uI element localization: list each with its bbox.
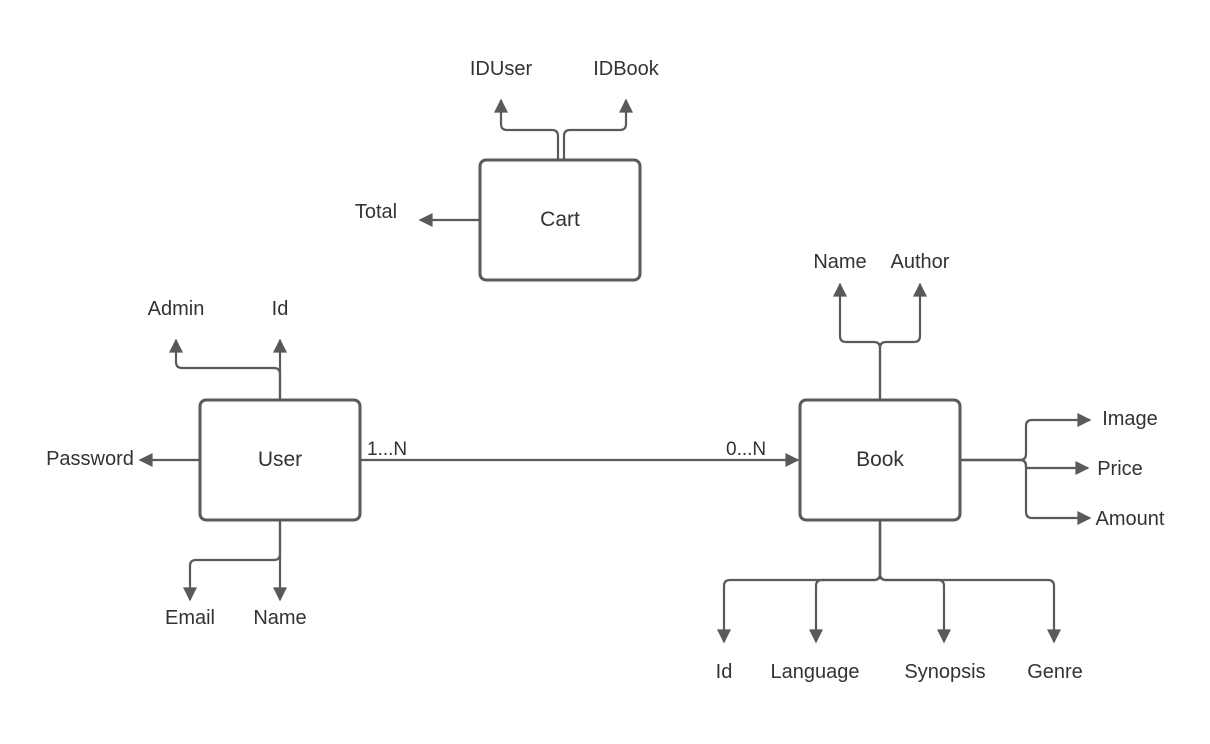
connector-book-image — [960, 413, 1092, 462]
cardinality-book: 0...N — [726, 439, 766, 460]
entity-user[interactable]: User — [198, 398, 362, 522]
attr-user-id: Id — [272, 298, 289, 320]
connector-book-genre — [878, 520, 1061, 644]
connector-book-language — [809, 520, 882, 644]
entity-book-label: Book — [856, 448, 904, 471]
attr-cart-total: Total — [355, 201, 397, 223]
connector-book-author — [878, 282, 927, 400]
connector-user-admin — [169, 338, 282, 400]
cart-attributes: IDUser IDBook Total — [355, 58, 660, 223]
attr-book-id: Id — [716, 661, 733, 683]
entity-cart-box[interactable] — [478, 158, 642, 282]
connector-user-email — [183, 520, 282, 602]
attr-book-image: Image — [1102, 408, 1158, 430]
entity-cart-label: Cart — [540, 208, 580, 231]
attr-cart-iduser: IDUser — [470, 58, 533, 80]
connector-book-amount — [960, 458, 1092, 525]
connectors — [138, 98, 1092, 644]
entity-book[interactable]: Book — [798, 398, 962, 522]
attr-cart-idbook: IDBook — [593, 58, 660, 80]
attr-user-admin: Admin — [148, 298, 205, 320]
attr-book-author: Author — [891, 251, 950, 273]
cardinalities: 1...N 0...N — [367, 439, 766, 460]
attr-book-price: Price — [1097, 458, 1143, 480]
entity-book-box[interactable] — [798, 398, 962, 522]
entity-user-label: User — [258, 448, 302, 471]
attr-book-name: Name — [813, 251, 866, 273]
attr-book-synopsis: Synopsis — [904, 661, 985, 683]
attr-user-email: Email — [165, 607, 215, 629]
entity-cart[interactable]: Cart — [478, 158, 642, 282]
attr-user-password: Password — [46, 448, 134, 470]
connector-cart-iduser — [494, 98, 560, 160]
attr-book-amount: Amount — [1096, 508, 1165, 530]
entity-user-box[interactable] — [198, 398, 362, 522]
connector-cart-idbook — [562, 98, 633, 160]
connector-book-name — [833, 282, 882, 400]
attr-user-name: Name — [253, 607, 306, 629]
user-attributes: Admin Id Password Email Name — [46, 298, 307, 629]
cardinality-user: 1...N — [367, 439, 407, 460]
attr-book-genre: Genre — [1027, 661, 1083, 683]
book-attributes: Name Author Image Price Amount Id Langua… — [716, 251, 1165, 683]
attr-book-language: Language — [771, 661, 860, 683]
